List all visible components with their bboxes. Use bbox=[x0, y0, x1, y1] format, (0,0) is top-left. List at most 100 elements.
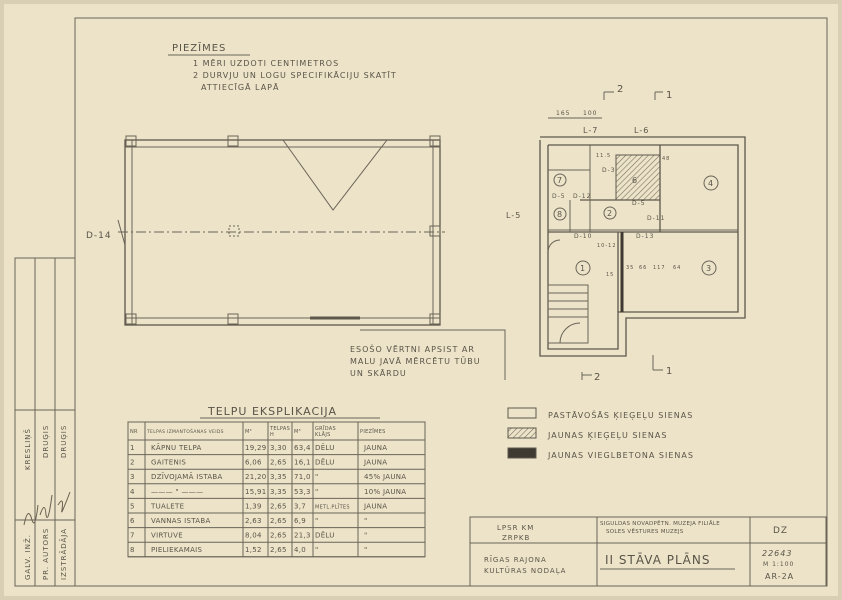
dimension: 35 bbox=[626, 265, 634, 271]
org-name: ZRPKB bbox=[502, 534, 530, 542]
client-name: KULTŪRAS NODAĻA bbox=[484, 566, 566, 576]
table-cell: " bbox=[315, 473, 319, 481]
table-cell: PIELIEKAMAIS bbox=[151, 546, 203, 554]
table-cell: GAITENIS bbox=[151, 459, 186, 467]
floor-plan: 2 1 2 1 165 100 L-7 L-6 L-5 D-3 D-5 D-5 … bbox=[506, 84, 746, 383]
legend-label: JAUNAS VIEGLBETONA SIENAS bbox=[547, 451, 694, 460]
table-cell: 21,20 bbox=[245, 473, 267, 481]
table-cell: 2,65 bbox=[270, 546, 287, 554]
section-marker: 2 bbox=[617, 84, 624, 95]
table-cell: " bbox=[315, 517, 319, 525]
dimension: 10-12 bbox=[597, 243, 617, 249]
table-cell: " bbox=[315, 488, 319, 496]
table-cell: 2,63 bbox=[245, 517, 262, 525]
project-name: SOLES VĒSTURES MUZEJS bbox=[606, 528, 684, 535]
table-header: M² bbox=[245, 429, 252, 435]
table-cell: KĀPNU TELPA bbox=[151, 443, 202, 452]
table-cell: 15,91 bbox=[245, 488, 267, 496]
door-label: D-5 bbox=[552, 193, 566, 200]
table-header: GRĪDAS KLĀJS bbox=[315, 425, 338, 438]
door-label: D-12 bbox=[573, 193, 591, 200]
door-label: D-5 bbox=[632, 200, 646, 207]
table-cell: 71,0 bbox=[294, 473, 311, 481]
table-cell: 1,39 bbox=[245, 502, 262, 510]
client-name: RĪGAS RAJONA bbox=[484, 555, 547, 564]
signatures bbox=[23, 491, 71, 526]
dimension: 15 bbox=[606, 272, 614, 278]
table-cell: 2,65 bbox=[270, 532, 287, 540]
table-cell: JAUNA bbox=[363, 444, 387, 452]
door-label: D-10 bbox=[574, 233, 592, 240]
table-cell: " bbox=[364, 532, 368, 540]
table-cell: 3,30 bbox=[270, 444, 287, 452]
table-cell: 3,7 bbox=[294, 502, 306, 510]
stamp-role: IZSTRĀDĀJA bbox=[59, 528, 68, 580]
table-cell: 2,65 bbox=[270, 517, 287, 525]
stamp-name: DRUĢIS bbox=[60, 425, 69, 458]
roof-note: ESOŠO VĒRTNI APSIST AR bbox=[350, 343, 475, 354]
notes-title: PIEZĪMES bbox=[172, 41, 226, 54]
project-name: SIGULDAS NOVADPĒTN. MUZEJA FILIĀLE bbox=[600, 520, 720, 527]
table-cell: 6,06 bbox=[245, 459, 262, 467]
table-cell: 8 bbox=[130, 546, 135, 554]
table-cell: 45% JAUNA bbox=[364, 473, 406, 481]
table-cell: VIRTUVE bbox=[151, 532, 183, 540]
table-header: TELPAS H bbox=[269, 426, 292, 438]
table-cell: 19,29 bbox=[245, 444, 267, 452]
roof-note: MALU JAVĀ MĒRCĒTU TŪBU bbox=[350, 356, 481, 366]
table-cell: TUALETE bbox=[150, 502, 184, 510]
table-cell: 2,65 bbox=[270, 459, 287, 467]
door-label: D-11 bbox=[647, 215, 665, 222]
table-cell: 4 bbox=[130, 488, 135, 496]
table-cell: 2 bbox=[130, 459, 135, 467]
table-cell: DĒLU bbox=[315, 443, 335, 452]
table-cell: 53,3 bbox=[294, 488, 311, 496]
paper bbox=[4, 4, 838, 596]
dimension: 100 bbox=[583, 110, 597, 117]
window-label: L-7 bbox=[583, 126, 598, 135]
table-cell: 10% JAUNA bbox=[364, 488, 406, 496]
legend-swatch-new-brick bbox=[507, 427, 537, 439]
legend-swatch-new-concrete bbox=[507, 447, 537, 459]
scale: M 1:100 bbox=[763, 561, 794, 568]
sheet-code: AR-2A bbox=[765, 572, 794, 581]
stamp-role: PR. AUTORS bbox=[42, 528, 50, 580]
window-label: L-6 bbox=[634, 126, 649, 135]
stamp-role: GALV. INŽ. bbox=[23, 534, 32, 580]
room-number: 8 bbox=[557, 210, 563, 219]
table-header: M³ bbox=[294, 429, 301, 435]
table-cell: JAUNA bbox=[363, 502, 387, 510]
room-number: 1 bbox=[580, 264, 586, 273]
table-cell: METL.PLĪTES bbox=[315, 503, 350, 510]
table-header: PIEZĪMES bbox=[360, 428, 386, 435]
table-cell: 6,9 bbox=[294, 517, 306, 525]
section-marker: 1 bbox=[666, 90, 673, 101]
wall-legend: PASTĀVOŠĀS ĶIEĢEĻU SIENAS JAUNAS ĶIEĢEĻU… bbox=[507, 407, 694, 460]
roof-plan: D-14 ESOŠO VĒRTNI APSIST AR MALU JAVĀ MĒ… bbox=[86, 135, 506, 380]
table-cell: 2,65 bbox=[270, 502, 287, 510]
drawing-number: 22643 bbox=[762, 549, 792, 558]
notes: PIEZĪMES 1 MĒRI UZDOTI CENTIMETROS 2 DUR… bbox=[168, 41, 396, 92]
dimension: 48 bbox=[662, 156, 670, 162]
dimension: 117 bbox=[653, 265, 666, 271]
table-cell: 1,52 bbox=[245, 546, 262, 554]
dimension: 165 bbox=[556, 110, 570, 117]
stamp-name: DRUĢIS bbox=[42, 425, 51, 458]
table-cell: 6 bbox=[130, 517, 135, 525]
legend-label: JAUNAS ĶIEĢEĻU SIENAS bbox=[547, 431, 667, 441]
table-cell: DZĪVOJAMĀ ISTABA bbox=[151, 472, 223, 481]
table-header: NR bbox=[130, 429, 138, 435]
signature-stamp: GALV. INŽ. PR. AUTORS IZSTRĀDĀJA KRESLIŅ… bbox=[14, 257, 76, 587]
room-number: 6 bbox=[632, 176, 638, 185]
sheet-title: II STĀVA PLĀNS bbox=[605, 553, 710, 567]
title-block: LPSR KM ZRPKB RĪGAS RAJONA KULTŪRAS NODA… bbox=[469, 516, 827, 587]
section-marker: 1 bbox=[666, 366, 673, 377]
room-number: 4 bbox=[708, 179, 714, 188]
legend-label: PASTĀVOŠĀS ĶIEĢEĻU SIENAS bbox=[548, 409, 693, 421]
table-cell: JAUNA bbox=[363, 459, 387, 467]
dimension: 64 bbox=[673, 265, 681, 271]
room-number: 3 bbox=[706, 264, 712, 273]
door-label: D-3 bbox=[602, 167, 616, 174]
table-cell: DĒLU bbox=[315, 531, 335, 540]
